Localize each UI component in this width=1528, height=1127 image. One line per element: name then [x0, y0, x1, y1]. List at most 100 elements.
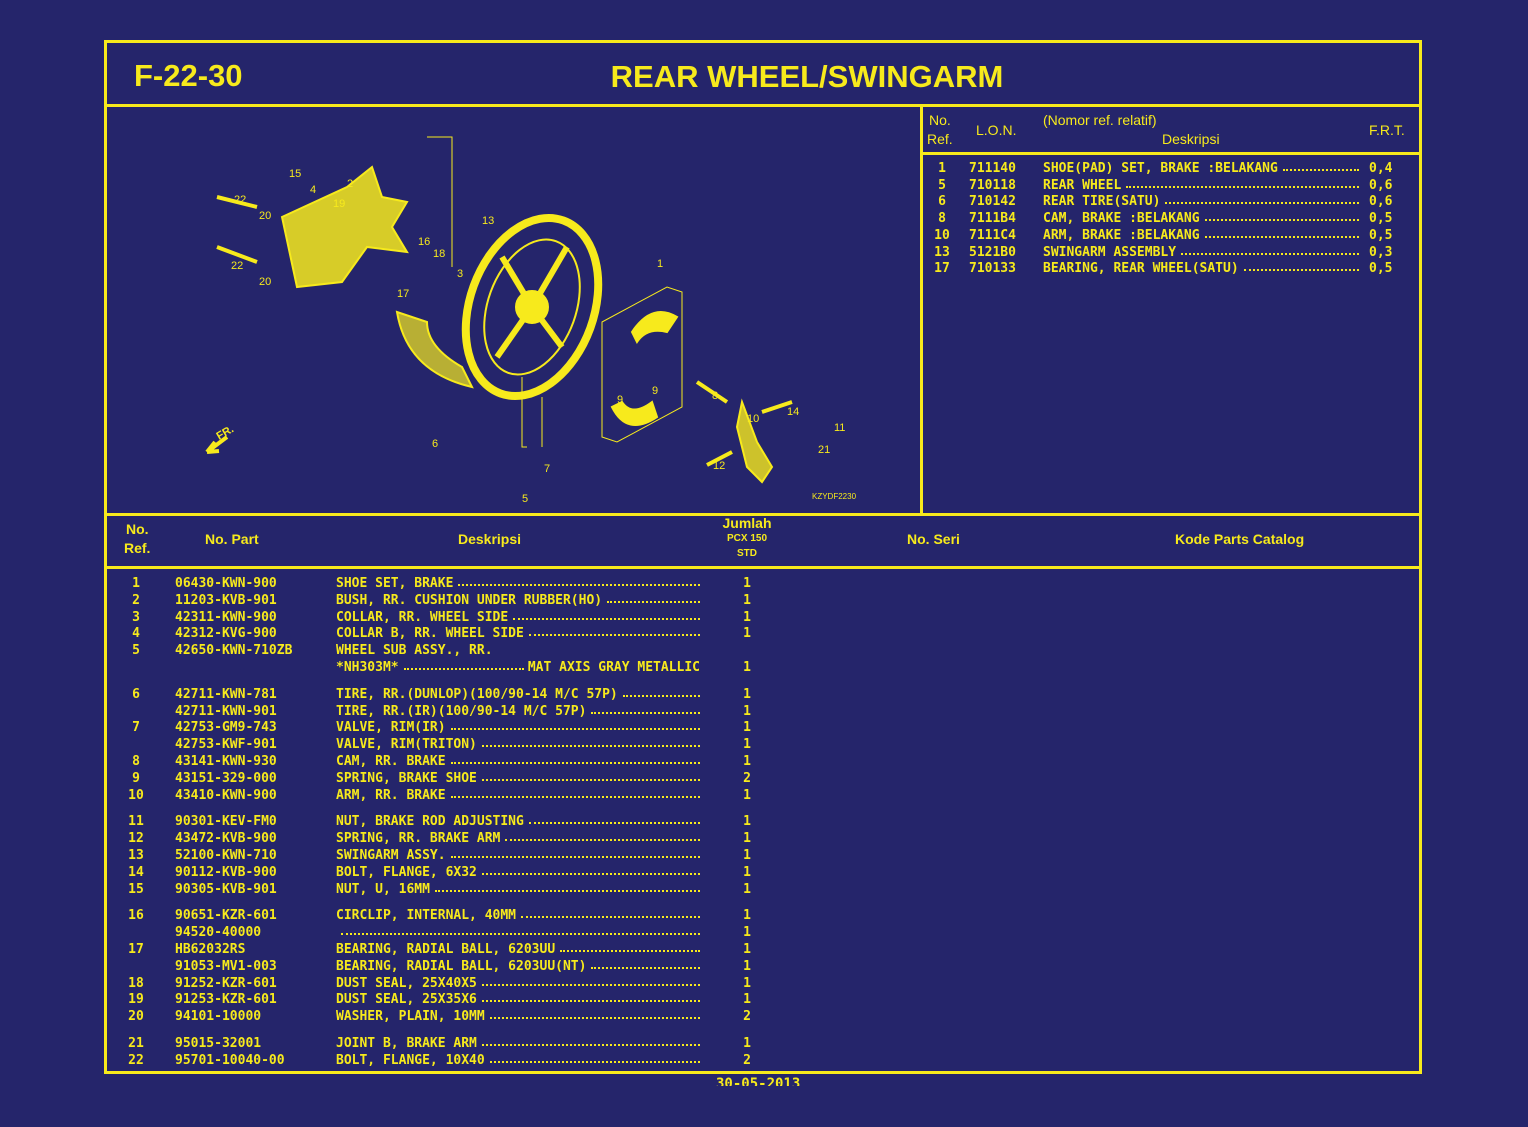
quantity: 1 — [743, 925, 751, 941]
quantity: 1 — [743, 703, 751, 719]
dot-leader — [450, 847, 700, 858]
description-cell: SHOE(PAD) SET, BRAKE :BELAKANG — [1043, 160, 1359, 177]
description-cell: VALVE, RIM(IR) — [336, 719, 700, 736]
description: DUST SEAL, 25X35X6 — [336, 992, 477, 1008]
description: TIRE, RR.(IR)(100/90-14 M/C 57P) — [336, 703, 587, 719]
frt-header-frt: F.R.T. — [1369, 122, 1405, 138]
frt-header-desc: Deskripsi — [1162, 131, 1220, 147]
ref-number: 14 — [128, 864, 144, 880]
part-number: 91053-MV1-003 — [175, 958, 277, 974]
frt-value: 0,5 — [1369, 261, 1393, 277]
quantity: 1 — [743, 609, 751, 625]
parts-header-catalog: Kode Parts Catalog — [1175, 531, 1305, 547]
ref-number: 18 — [128, 975, 144, 991]
lon-code: 710142 — [969, 194, 1016, 210]
description: REAR WHEEL — [1043, 177, 1122, 193]
callout-number: 5 — [522, 493, 528, 505]
dot-leader — [450, 753, 700, 764]
description: CAM, BRAKE :BELAKANG — [1043, 211, 1200, 227]
description: DUST SEAL, 25X40X5 — [336, 975, 477, 991]
ref-number: 1 — [938, 161, 946, 176]
dot-leader — [505, 830, 700, 842]
parts-row: 42711-KWN-901 TIRE, RR.(IR)(100/90-14 M/C… — [107, 703, 807, 720]
ref-number: 5 — [132, 643, 140, 659]
ref-number: 6 — [132, 686, 140, 702]
part-number: 91253-KZR-601 — [175, 992, 277, 1008]
frt-value: 0,5 — [1369, 227, 1393, 243]
dot-leader — [434, 881, 700, 892]
description-cell: BEARING, REAR WHEEL(SATU) — [1043, 260, 1359, 277]
dot-leader — [450, 719, 700, 731]
part-number: 94101-10000 — [175, 1009, 262, 1025]
description: SHOE SET, BRAKE — [336, 576, 454, 591]
brake-arm — [735, 398, 774, 484]
callout-number: 10 — [747, 413, 759, 425]
description-cell: WASHER, PLAIN, 10MM — [336, 1008, 700, 1025]
dot-leader — [560, 941, 700, 952]
description: NUT, U, 16MM — [336, 881, 430, 897]
description: WHEEL SUB ASSY., RR. — [336, 643, 493, 659]
quantity: 1 — [743, 660, 751, 675]
description: VALVE, RIM(TRITON) — [336, 737, 477, 753]
ref-number: 13 — [934, 244, 950, 260]
quantity: 1 — [743, 992, 751, 1008]
description-cell — [336, 924, 700, 939]
callout-number: 9 — [652, 385, 658, 397]
dot-leader — [607, 592, 700, 603]
dot-leader — [528, 813, 700, 825]
dot-leader — [1204, 227, 1359, 238]
ref-number: 15 — [128, 881, 144, 897]
quantity: 1 — [743, 881, 751, 897]
dot-leader — [458, 575, 700, 586]
parts-header-part-no: No. Part — [205, 531, 259, 547]
dot-leader — [513, 609, 700, 620]
part-number: 42711-KWN-781 — [175, 686, 277, 702]
description: SHOE(PAD) SET, BRAKE :BELAKANG — [1043, 161, 1278, 176]
callout-number: 3 — [457, 268, 463, 280]
description-cell: ARM, RR. BRAKE — [336, 787, 700, 804]
description: BUSH, RR. CUSHION UNDER RUBBER(HO) — [336, 592, 603, 608]
ref-number: 16 — [128, 908, 144, 924]
dot-leader — [481, 736, 700, 748]
parts-header-model: PCX 150 — [726, 533, 768, 544]
callout-number: 6 — [432, 438, 438, 450]
callout-number: 20 — [259, 276, 271, 288]
parts-header-ref: Ref. — [124, 540, 151, 556]
part-number: 95701-10040-00 — [175, 1052, 285, 1068]
description-cell: REAR TIRE(SATU) — [1043, 193, 1359, 210]
description-cell: BOLT, FLANGE, 6X32 — [336, 864, 700, 881]
parts-header-desc: Deskripsi — [458, 531, 522, 547]
description: NUT, BRAKE ROD ADJUSTING — [336, 814, 524, 830]
quantity: 2 — [743, 1009, 751, 1025]
dot-leader — [1165, 193, 1359, 205]
dot-leader — [481, 864, 700, 875]
part-number: 11203-KVB-901 — [175, 592, 277, 608]
description: REAR TIRE(SATU) — [1043, 194, 1161, 210]
parts-header-qty: Jumlah — [722, 515, 772, 531]
part-number: 42711-KWN-901 — [175, 703, 277, 719]
drawing-code: KZYDF2230 — [812, 492, 857, 501]
ref-number: 8 — [938, 211, 946, 227]
callout-number: 15 — [289, 168, 301, 180]
ref-number: 6 — [938, 194, 946, 210]
description-cell: BOLT, FLANGE, 10X40 — [336, 1052, 700, 1069]
part-number: 95015-32001 — [175, 1036, 262, 1051]
ref-number: 4 — [132, 626, 140, 642]
ref-number: 2 — [132, 592, 140, 608]
description-cell: SPRING, BRAKE SHOE — [336, 770, 700, 787]
front-arrow-icon — [205, 435, 229, 454]
part-number: 90112-KVB-900 — [175, 864, 277, 880]
callout-number: 21 — [818, 444, 830, 456]
part-number: 43141-KWN-930 — [175, 754, 277, 769]
ref-number: 7 — [132, 720, 140, 736]
